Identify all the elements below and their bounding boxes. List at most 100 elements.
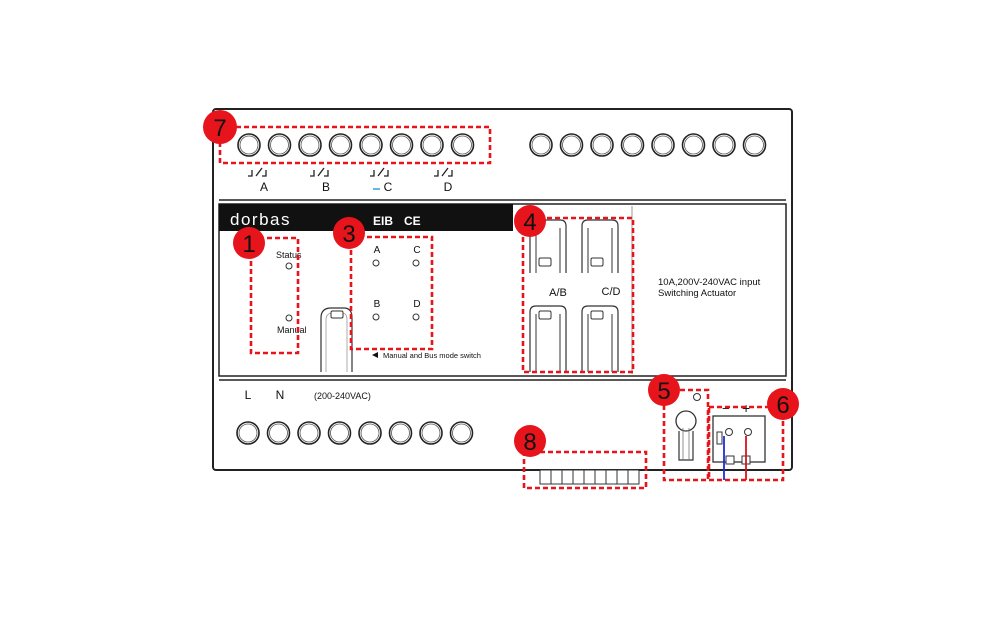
bus-clamp-minus <box>725 455 735 465</box>
relay-symbol-c <box>370 167 389 177</box>
top-left-terminal-screw[interactable] <box>450 133 475 157</box>
bottom-terminal-screw[interactable] <box>236 421 260 445</box>
top-terminal-block-right <box>529 133 767 157</box>
callout-number-1: 1 <box>242 231 255 258</box>
manual-slot-b <box>581 219 619 273</box>
channel-led-label-a: A <box>374 245 381 256</box>
callout-badge-5: 5 <box>648 374 680 406</box>
top-right-terminal-screw[interactable] <box>742 133 767 157</box>
programming-button[interactable] <box>675 410 697 432</box>
manual-label: Manual <box>277 325 307 335</box>
bottom-terminal-screw[interactable] <box>449 421 474 445</box>
channel-led-label-c: C <box>413 245 420 256</box>
manual-toggle-d[interactable] <box>590 310 604 320</box>
bottom-terminal-ring <box>391 423 410 443</box>
top-right-terminal-ring <box>684 135 703 155</box>
callout-badge-7: 7 <box>203 110 237 144</box>
bottom-terminal-screw[interactable] <box>297 421 321 445</box>
callout-box-8 <box>522 450 648 490</box>
bus-screw-minus[interactable] <box>725 428 733 436</box>
top-right-terminal-screw[interactable] <box>529 133 553 157</box>
top-left-terminal-screw[interactable] <box>328 133 353 157</box>
bottom-terminal-screw[interactable] <box>419 421 443 445</box>
top-left-terminal-screw[interactable] <box>389 133 414 157</box>
mode-switch-slider[interactable] <box>330 310 344 319</box>
relay-symbol-a <box>248 167 267 177</box>
mode-switch-note: Manual and Bus mode switch <box>383 351 481 360</box>
top-right-terminal-ring <box>531 135 551 155</box>
top-right-terminal-ring <box>592 135 612 155</box>
bottom-terminal-block <box>236 421 474 445</box>
bus-screw-plus[interactable] <box>744 428 752 436</box>
top-right-terminal-screw[interactable] <box>559 133 584 157</box>
bottom-terminal-screw[interactable] <box>388 421 413 445</box>
channel-led-b <box>372 313 380 321</box>
bus-polarity-plus: + <box>742 400 750 416</box>
top-right-terminal-screw[interactable] <box>590 133 614 157</box>
top-right-terminal-ring <box>653 135 673 155</box>
top-right-terminal-ring <box>562 135 581 155</box>
eib-logo: EIB <box>373 214 393 228</box>
bus-polarity-minus: − <box>722 401 730 416</box>
power-label-l: L <box>245 388 252 402</box>
top-left-terminal-screw[interactable] <box>267 133 292 157</box>
relay-label-c: C <box>384 180 393 194</box>
callout-badge-4: 4 <box>514 205 546 237</box>
top-right-terminal-screw[interactable] <box>651 133 675 157</box>
top-left-terminal-ring <box>392 135 411 155</box>
status-led <box>285 262 293 270</box>
manual-group-cd: C/D <box>602 286 621 298</box>
callout-boxes <box>218 125 785 490</box>
manual-slot-d-rails <box>587 314 613 372</box>
channel-led-c <box>412 259 420 267</box>
top-left-terminal-ring <box>300 135 320 155</box>
manual-slot-c-rails <box>535 314 561 372</box>
bottom-terminal-ring <box>330 423 349 443</box>
top-left-terminal-screw[interactable] <box>298 133 322 157</box>
top-left-terminal-ring <box>331 135 350 155</box>
callout-badge-8: 8 <box>514 425 546 457</box>
channel-led-label-b: B <box>374 299 381 310</box>
top-left-terminal-screw[interactable] <box>359 133 383 157</box>
bottom-terminal-screw[interactable] <box>266 421 291 445</box>
manual-toggle-c[interactable] <box>538 310 552 320</box>
bottom-terminal-screw[interactable] <box>327 421 352 445</box>
top-right-terminal-screw[interactable] <box>681 133 706 157</box>
top-right-terminal-screw[interactable] <box>620 133 645 157</box>
bottom-terminal-ring <box>360 423 380 443</box>
relay-label-a: A <box>260 180 268 194</box>
callout-badge-6: 6 <box>767 388 799 420</box>
top-right-terminal-screw[interactable] <box>712 133 736 157</box>
bottom-terminal-ring <box>299 423 319 443</box>
relay-symbol-b <box>310 167 329 177</box>
programming-led <box>693 393 701 401</box>
product-type: Switching Actuator <box>658 288 736 299</box>
bottom-terminal-screw[interactable] <box>358 421 382 445</box>
top-left-terminal-screw[interactable] <box>237 133 261 157</box>
relay-contact-symbols <box>248 167 453 177</box>
manual-slot-b-rails <box>587 228 613 273</box>
callout-box-1 <box>249 236 300 355</box>
callout-number-6: 6 <box>776 392 789 419</box>
arrow-left-icon <box>372 352 378 358</box>
callout-box-3 <box>349 235 434 351</box>
callout-number-4: 4 <box>523 209 536 236</box>
callout-circle-4 <box>514 205 546 237</box>
callout-number-5: 5 <box>657 378 670 405</box>
manual-toggle-b[interactable] <box>590 257 604 267</box>
callout-circle-6 <box>767 388 799 420</box>
manual-toggle-a[interactable] <box>538 257 552 267</box>
ce-mark: CE <box>404 214 421 228</box>
top-right-terminal-ring <box>745 135 764 155</box>
callout-badge-1: 1 <box>233 227 265 259</box>
top-right-terminal-ring <box>623 135 642 155</box>
top-left-terminal-screw[interactable] <box>420 133 444 157</box>
programming-button-guide-inner <box>682 428 690 460</box>
top-left-terminal-ring <box>270 135 289 155</box>
callout-circle-3 <box>333 217 365 249</box>
bus-terminal-latch <box>716 431 723 445</box>
callout-circle-7 <box>203 110 237 144</box>
top-left-terminal-ring <box>453 135 472 155</box>
channel-led-label-d: D <box>413 299 420 310</box>
